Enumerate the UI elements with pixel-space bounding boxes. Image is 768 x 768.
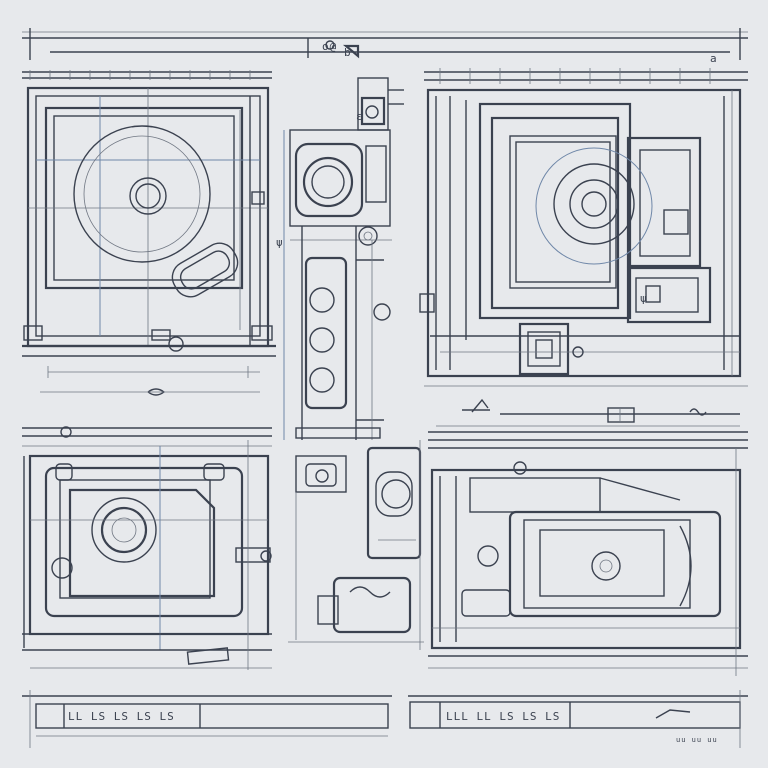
header-rule — [22, 28, 748, 60]
title-block-right-text: LLL LL LS LS LS — [446, 710, 560, 723]
camera-lens-icon — [91, 497, 157, 563]
header-label-right-center: b — [344, 46, 352, 59]
title-block — [22, 690, 748, 748]
view-label-2: ε — [356, 110, 364, 123]
title-block-left-text: LL LS LS LS LS — [68, 710, 175, 723]
lens-outer — [73, 125, 211, 263]
annotation-row — [40, 388, 740, 423]
header-label-top-right: a — [710, 52, 718, 65]
view-top-right — [419, 68, 748, 387]
view-top-left — [22, 70, 276, 378]
view-label-1: ψ — [276, 236, 284, 249]
header-label-top-center: o@ — [322, 40, 337, 53]
view-center-column — [283, 77, 424, 650]
view-bottom-left — [22, 426, 272, 670]
view-bottom-right — [428, 425, 748, 676]
title-block-corner-text: uu uu uu — [676, 736, 718, 744]
view-label-3: ψ — [640, 292, 648, 305]
lens-housing — [289, 129, 391, 227]
circular-port-icon — [358, 226, 378, 246]
connector-icon — [645, 285, 661, 303]
